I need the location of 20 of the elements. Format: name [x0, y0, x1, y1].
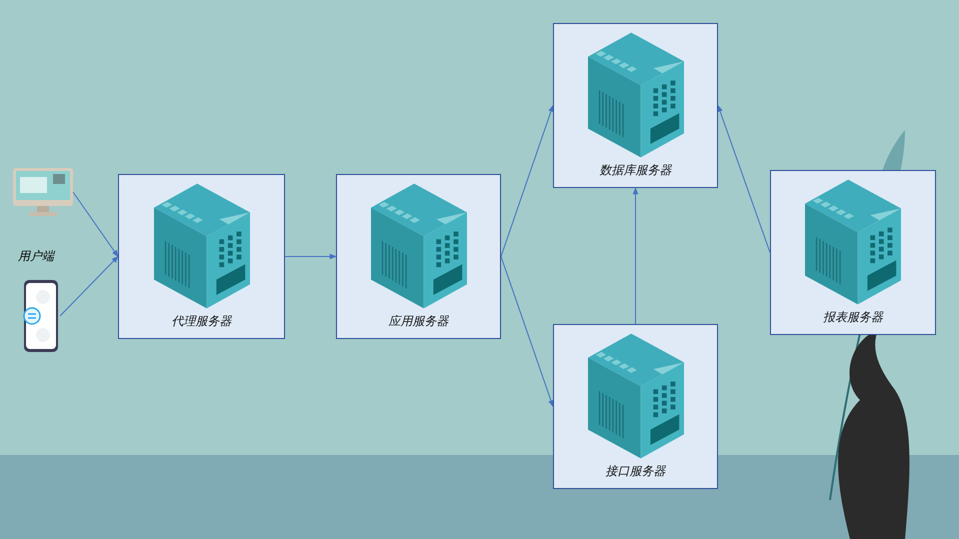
server-box: [553, 324, 718, 489]
server-label: 数据库服务器: [598, 162, 673, 179]
arrow: [60, 256, 118, 316]
arrow: [72, 192, 118, 258]
arrow: [717, 104, 770, 253]
server-box: [553, 23, 718, 188]
server-box: [118, 174, 285, 339]
server-box: [770, 170, 936, 335]
monitor-icon: [13, 168, 73, 216]
phone-icon: [22, 280, 60, 352]
arrow: [632, 187, 638, 324]
server-label: 应用服务器: [388, 313, 450, 330]
arrow: [284, 254, 337, 260]
server-box: [336, 174, 501, 339]
arrow: [500, 104, 554, 257]
label-text: 用户端: [18, 248, 54, 265]
arrow: [500, 256, 554, 408]
server-label: 接口服务器: [604, 463, 667, 480]
server-label: 代理服务器: [170, 313, 233, 330]
server-label: 报表服务器: [822, 309, 884, 326]
